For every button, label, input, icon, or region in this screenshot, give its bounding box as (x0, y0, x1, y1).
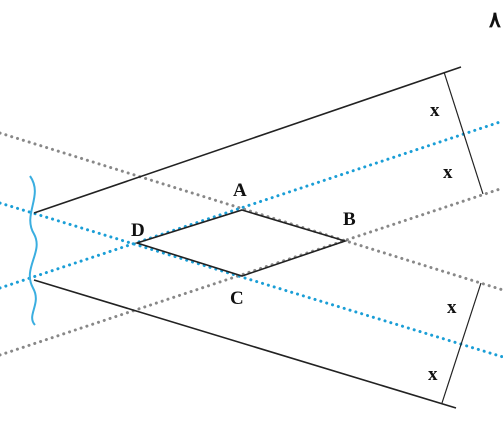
blue-dotted-line-1 (0, 201, 503, 359)
blue-dotted-line-2 (0, 119, 503, 290)
wavy-line (28, 175, 38, 326)
label-x-top-upper: x (430, 100, 440, 121)
upper-transversal (443, 71, 484, 195)
gray-dotted-line-1 (0, 131, 503, 292)
upper-ray (33, 66, 462, 214)
rhombus-abcd (134, 209, 348, 277)
label-point-c: C (230, 288, 244, 309)
label-point-a: A (233, 180, 247, 201)
lower-ray (33, 279, 457, 409)
label-x-top-lower: x (443, 162, 453, 183)
label-point-b: B (343, 209, 356, 230)
label-x-bottom-lower: x (428, 364, 438, 385)
figure-title: شکل ۸ (488, 7, 503, 33)
lower-transversal (441, 282, 482, 404)
label-x-bottom-upper: x (447, 297, 457, 318)
label-point-d: D (131, 220, 145, 241)
